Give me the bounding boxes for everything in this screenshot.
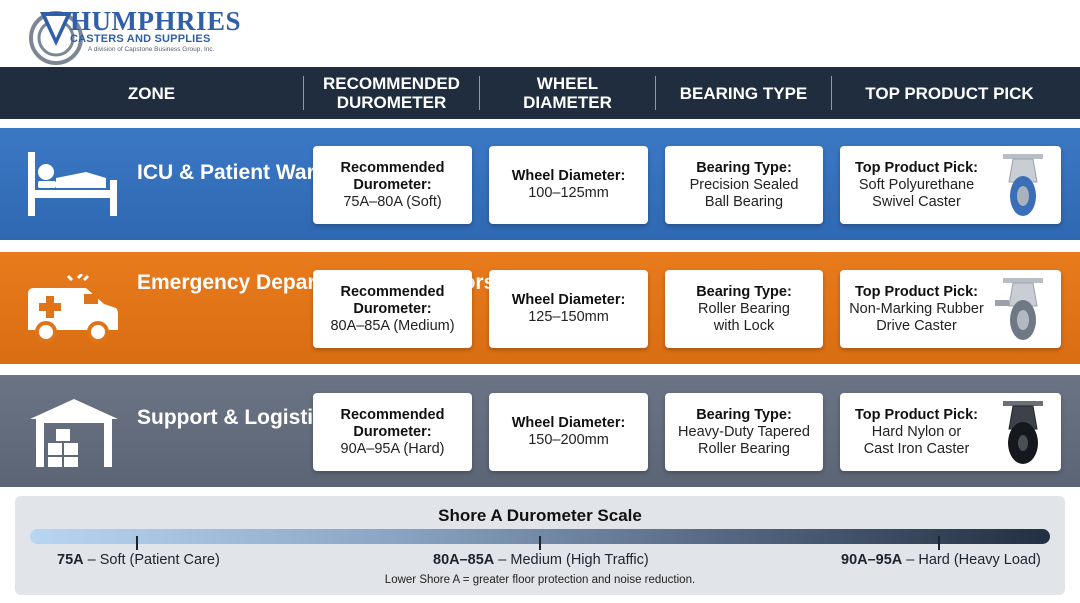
header-bearing: BEARING TYPE <box>679 83 808 103</box>
header-divider <box>303 76 304 110</box>
diameter-card: Wheel Diameter: 150–200mm <box>489 393 648 471</box>
bearing-value: Precision Sealed Ball Bearing <box>689 176 799 210</box>
header-diameter: WHEEL DIAMETER <box>523 74 612 112</box>
header-divider <box>831 76 832 110</box>
durometer-title: Recommended Durometer: <box>340 283 445 317</box>
pick-value: Non-Marking Rubber Drive Caster <box>849 300 984 334</box>
scale-title: Shore A Durometer Scale <box>438 506 642 525</box>
pick-value: Hard Nylon or Cast Iron Caster <box>863 423 970 457</box>
diameter-value: 100–125mm <box>528 185 609 201</box>
durometer-value: 90A–95A (Hard) <box>340 440 445 457</box>
pick-title: Top Product Pick: <box>855 283 978 300</box>
table-header: ZONE RECOMMENDED DUROMETER WHEEL DIAMETE… <box>0 67 1080 119</box>
pick-title: Top Product Pick: <box>855 406 978 423</box>
warehouse-icon <box>30 399 118 467</box>
h-swoosh-logo-icon <box>29 11 83 65</box>
zone-row-support: Support & Logistics Areas Recommended Du… <box>0 375 1080 487</box>
scale-note: Lower Shore A = greater floor protection… <box>384 574 696 586</box>
product-pick-card: Top Product Pick: Non-Marking Rubber Dri… <box>840 270 1061 348</box>
product-pick-card: Top Product Pick: Hard Nylon or Cast Iro… <box>840 393 1061 471</box>
logo-subtitle: CASTERS AND SUPPLIES <box>70 33 211 45</box>
header-durometer: RECOMMENDED DUROMETER <box>323 74 460 112</box>
diameter-card: Wheel Diameter: 100–125mm <box>489 146 648 224</box>
bearing-value: Heavy-Duty Tapered Roller Bearing <box>678 423 810 457</box>
diameter-value: 150–200mm <box>528 432 609 448</box>
company-logo: HUMPHRIES CASTERS AND SUPPLIES A divisio… <box>28 6 241 66</box>
diameter-card: Wheel Diameter: 125–150mm <box>489 270 648 348</box>
bearing-card: Bearing Type: Roller Bearing with Lock <box>665 270 823 348</box>
product-pick-card: Top Product Pick: Soft Polyurethane Swiv… <box>840 146 1061 224</box>
bearing-title: Bearing Type: <box>696 283 792 300</box>
logo-brand: HUMPHRIES <box>70 6 242 36</box>
scale-label-medium: 80A–85A – Medium (High Traffic) <box>433 552 649 568</box>
blue-swivel-caster-icon <box>1003 154 1043 216</box>
header-product-pick: TOP PRODUCT PICK <box>865 83 1034 103</box>
durometer-title: Recommended Durometer: <box>340 406 445 440</box>
diameter-value: 125–150mm <box>528 309 609 325</box>
bearing-title: Bearing Type: <box>696 406 792 423</box>
durometer-value: 80A–85A (Medium) <box>330 317 455 334</box>
durometer-title: Recommended Durometer: <box>340 159 445 193</box>
pick-value: Soft Polyurethane Swivel Caster <box>858 176 975 210</box>
hospital-bed-icon <box>28 152 117 216</box>
diameter-title: Wheel Diameter: <box>511 292 626 308</box>
logo-division: A division of Capstone Business Group, I… <box>88 46 215 53</box>
bearing-title: Bearing Type: <box>696 159 792 176</box>
black-heavy-caster-icon <box>1003 401 1043 464</box>
scale-tick-hard <box>938 536 940 550</box>
durometer-value: 75A–80A (Soft) <box>343 193 442 210</box>
ambulance-icon <box>28 274 118 343</box>
diameter-title: Wheel Diameter: <box>511 168 626 184</box>
durometer-card: Recommended Durometer: 75A–80A (Soft) <box>313 146 472 224</box>
zone-label: ICU & Patient Wards <box>137 161 340 184</box>
bearing-card: Bearing Type: Precision Sealed Ball Bear… <box>665 146 823 224</box>
scale-tick-soft <box>136 536 138 550</box>
pick-title: Top Product Pick: <box>855 159 978 176</box>
zone-row-emergency: Emergency Department & Corridors Recomme… <box>0 252 1080 364</box>
header-divider <box>479 76 480 110</box>
bearing-card: Bearing Type: Heavy-Duty Tapered Roller … <box>665 393 823 471</box>
scale-tick-medium <box>539 536 541 550</box>
durometer-card: Recommended Durometer: 90A–95A (Hard) <box>313 393 472 471</box>
grey-locking-caster-icon <box>995 278 1043 340</box>
zone-row-icu: ICU & Patient Wards Recommended Duromete… <box>0 128 1080 240</box>
durometer-scale-panel: Shore A Durometer Scale 75A – Soft (Pati… <box>15 496 1065 595</box>
scale-label-hard: 90A–95A – Hard (Heavy Load) <box>841 552 1041 568</box>
bearing-value: Roller Bearing with Lock <box>698 300 790 334</box>
header-zone: ZONE <box>127 83 176 103</box>
header-divider <box>655 76 656 110</box>
scale-label-soft: 75A – Soft (Patient Care) <box>57 552 220 568</box>
diameter-title: Wheel Diameter: <box>511 415 626 431</box>
durometer-card: Recommended Durometer: 80A–85A (Medium) <box>313 270 472 348</box>
